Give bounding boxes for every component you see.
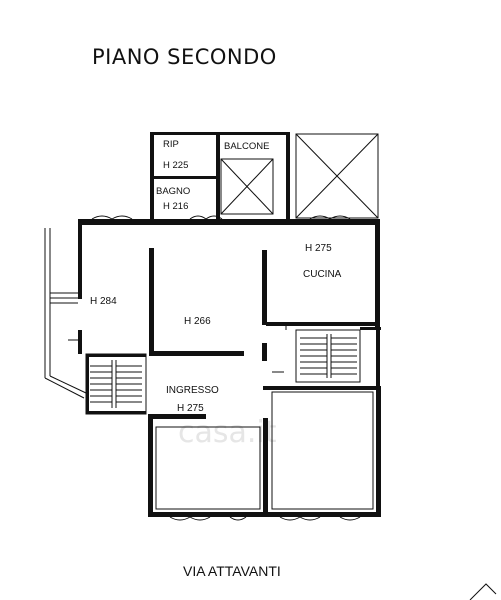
bagno-height: H 216 — [163, 201, 188, 212]
corner-mark — [469, 583, 497, 600]
cucina-label: CUCINA — [303, 269, 342, 280]
west-room-height: H 284 — [90, 296, 117, 307]
windows-bottom — [169, 516, 361, 521]
watermark: casa.it — [178, 415, 277, 450]
rip-height: H 225 — [163, 160, 188, 171]
balcone-label: BALCONE — [224, 141, 269, 152]
door-arrows — [68, 322, 287, 373]
central-room-height: H 266 — [184, 316, 211, 327]
stairs-left — [85, 353, 147, 415]
stairs-right — [295, 329, 361, 383]
cucina-height: H 275 — [305, 243, 332, 254]
left-balcony — [44, 228, 87, 399]
rip-label: RIP — [163, 139, 179, 150]
upper-block — [150, 132, 379, 224]
street-label: VIA ATTAVANTI — [183, 563, 281, 579]
interior-walls — [148, 248, 381, 516]
bagno-label: BAGNO — [156, 186, 190, 197]
windows-top — [91, 215, 351, 220]
ingresso-height: H 275 — [177, 403, 204, 414]
ingresso-label: INGRESSO — [166, 385, 219, 396]
plan-title: PIANO SECONDO — [92, 45, 277, 69]
